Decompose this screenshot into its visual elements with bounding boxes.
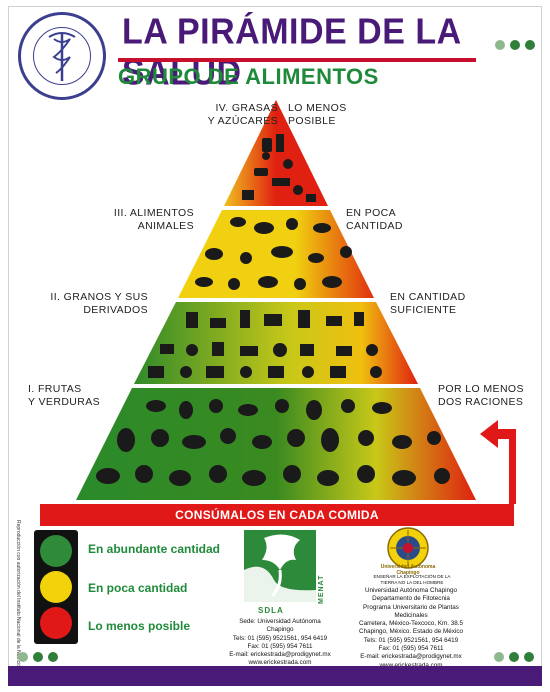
level-4-left-label: IV. GRASAS Y AZÚCARES	[188, 102, 278, 128]
decor-dot	[510, 40, 520, 50]
sdla-logo	[244, 530, 316, 602]
pyramid-level-2	[134, 302, 418, 384]
sdla-contact-line: www.erickestrada.com	[248, 659, 312, 667]
page-subtitle: GRUPO DE ALIMENTOS	[118, 64, 379, 89]
decor-dot	[18, 652, 28, 662]
chapingo-contact-line: E-mail: erickestrada@prodigynet.mx	[360, 653, 462, 661]
level-2-left-label: II. GRANOS Y SUS DERIVADOS	[30, 291, 148, 317]
decor-dot	[524, 652, 534, 662]
sdla-contact-line: Fax: 01 (595) 954 7611	[247, 642, 313, 650]
level-3-left-label: III. ALIMENTOS ANIMALES	[100, 207, 194, 233]
level-4-left-line-2: Y AZÚCARES	[207, 115, 278, 127]
chapingo-contact-line: Universidad Autónoma Chapingo	[364, 587, 458, 594]
decor-dot	[494, 652, 504, 662]
chapingo-contact-line: Chapingo, México. Estado de México	[359, 628, 463, 636]
institute-seal	[18, 12, 106, 100]
yellow-lamp-icon	[40, 571, 72, 603]
reproduction-note: Reproducción con autorización del Instit…	[15, 520, 21, 670]
globe-leaf-icon	[244, 534, 316, 602]
level-4-right-line-1: LO MENOS	[288, 102, 347, 114]
bottom-bar	[8, 666, 542, 686]
chapingo-motto: ENSEÑAR LA EXPLOTACIÓN DE LA TIERRA NO L…	[373, 574, 451, 585]
legend-yellow: En poca cantidad	[88, 581, 188, 595]
level-1-left-label: I. FRUTAS Y VERDURAS	[28, 383, 100, 409]
menat-label: MENAT	[318, 574, 325, 604]
level-4-right-label: LO MENOS POSIBLE	[288, 102, 347, 128]
sdla-contact-line: Chapingo	[266, 626, 294, 634]
chapingo-contact-line: Departamento de Fitotecnia	[372, 595, 450, 603]
level-1-left-line-2: Y VERDURAS	[28, 396, 101, 408]
decor-dots-top	[495, 40, 535, 50]
title-underline	[118, 58, 476, 62]
red-lamp-icon	[40, 607, 72, 639]
chapingo-contact-line: Programa Universitario de Plantas Medici…	[363, 603, 459, 619]
decor-dot	[33, 652, 43, 662]
seal-inner-ring	[33, 27, 91, 85]
level-2-right-label: EN CANTIDAD SUFICIENTE	[390, 291, 466, 317]
consume-banner-text: CONSÚMALOS EN CADA COMIDA	[175, 508, 379, 522]
level-3-left-line-1: III. ALIMENTOS	[113, 207, 194, 219]
level-1-right-line-2: DOS RACIONES	[438, 396, 524, 408]
level-1-right-line-1: POR LO MENOS	[438, 383, 524, 395]
chapingo-contact-line: Fax: 01 (595) 954 7611	[378, 645, 444, 653]
return-arrow-icon	[494, 429, 516, 504]
level-2-right-line-1: EN CANTIDAD	[390, 291, 466, 303]
sdla-contact: Sede: Universidad Autónoma Chapingo Tels…	[206, 618, 354, 668]
legend-red: Lo menos posible	[88, 619, 191, 633]
level-1-left-line-1: I. FRUTAS	[28, 383, 82, 395]
level-2-right-line-2: SUFICIENTE	[390, 304, 457, 316]
decor-dots-bottom-left	[18, 652, 58, 662]
green-lamp-icon	[40, 535, 72, 567]
level-3-left-line-2: ANIMALES	[137, 220, 194, 232]
traffic-light	[34, 530, 78, 644]
food-pyramid	[76, 100, 516, 504]
level-4-right-line-2: POSIBLE	[288, 115, 336, 127]
chapingo-arc-text: Universidad Autónoma Chapingo	[380, 564, 436, 576]
chapingo-contact-line: www.erickestrada.com	[346, 662, 476, 670]
decor-dot	[525, 40, 535, 50]
sdla-contact-line: Tels: 01 (595) 9521561, 954 6419	[232, 634, 328, 642]
legend-green: En abundante cantidad	[88, 542, 221, 556]
food-silhouettes	[96, 134, 450, 486]
decor-dot	[495, 40, 505, 50]
chapingo-contact-line: Tels: 01 (595) 9521561, 954 6419	[363, 636, 459, 644]
level-2-left-line-2: DERIVADOS	[83, 304, 148, 316]
level-3-right-label: EN POCA CANTIDAD	[346, 207, 403, 233]
decor-dot	[48, 652, 58, 662]
level-3-right-line-1: EN POCA	[346, 207, 397, 219]
chapingo-contact: Universidad Autónoma Chapingo Departamen…	[346, 587, 476, 670]
level-1-right-label: POR LO MENOS DOS RACIONES	[438, 383, 524, 409]
decor-dot	[509, 652, 519, 662]
sdla-label: SDLA	[258, 606, 284, 615]
level-3-right-line-2: CANTIDAD	[346, 220, 403, 232]
sdla-contact-line: Sede: Universidad Autónoma	[239, 618, 321, 625]
chapingo-contact-line: Carretera, México-Texcoco, Km. 38.5	[359, 620, 463, 628]
consume-banner: CONSÚMALOS EN CADA COMIDA	[40, 504, 514, 526]
arrowhead-icon	[480, 420, 498, 448]
pyramid-level-4	[224, 100, 328, 206]
level-2-left-line-1: II. GRANOS Y SUS	[50, 291, 148, 303]
level-4-left-line-1: IV. GRASAS	[215, 102, 278, 114]
caduceus-icon	[48, 32, 76, 81]
chapingo-emblem-icon	[387, 527, 429, 569]
sdla-contact-line: E-mail: erickestrada@prodigynet.mx	[229, 651, 331, 659]
decor-dots-bottom-right	[494, 652, 534, 662]
